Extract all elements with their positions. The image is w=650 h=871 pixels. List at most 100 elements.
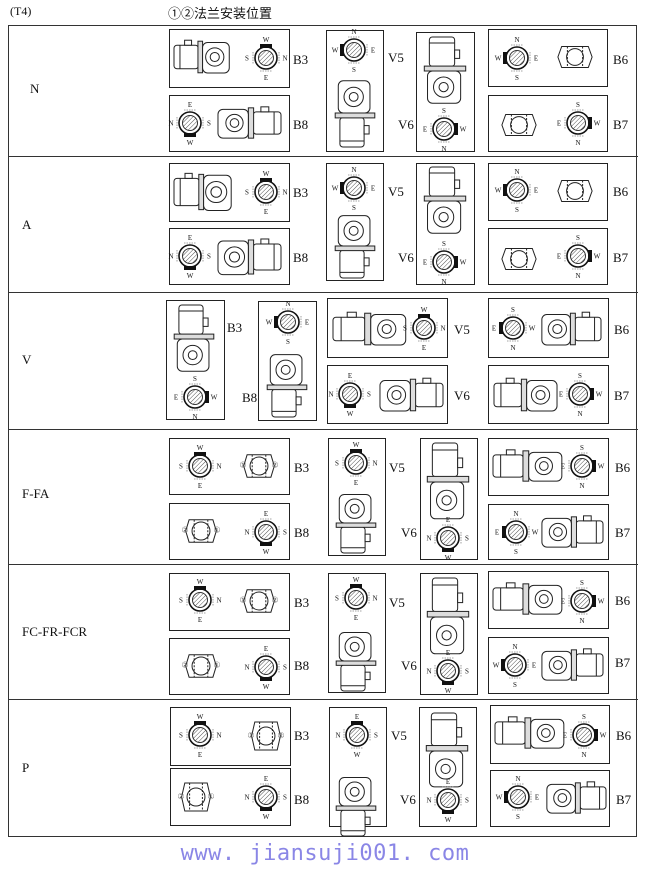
gearbox-end-icon — [557, 46, 593, 68]
svg-text:N: N — [285, 300, 290, 308]
svg-text:W: W — [598, 598, 605, 606]
svg-text:E: E — [264, 775, 268, 783]
svg-text:S: S — [515, 206, 519, 214]
position-label-b8: B8 — [293, 250, 309, 265]
position-label-v5: V5 — [454, 322, 470, 337]
svg-text:N: N — [514, 36, 519, 44]
svg-text:W: W — [529, 325, 536, 333]
gearmotor-icon — [426, 577, 470, 655]
svg-text:W: W — [332, 47, 339, 55]
svg-text:S: S — [283, 794, 287, 802]
position-label-v5: V5 — [389, 460, 405, 475]
svg-text:N: N — [515, 775, 520, 783]
svg-text:N: N — [512, 643, 517, 651]
svg-text:E: E — [423, 126, 427, 134]
svg-text:N: N — [216, 463, 221, 471]
gearmotor-icon — [494, 716, 565, 749]
svg-text:S: S — [580, 579, 584, 587]
svg-text:S: S — [515, 74, 519, 82]
svg-text:N: N — [351, 166, 356, 174]
svg-text:N: N — [581, 751, 586, 759]
row-label-fc-fr-fcr: FC-FR-FCR — [22, 624, 88, 639]
position-label-b6: B6 — [615, 593, 631, 608]
svg-text:N: N — [372, 595, 377, 603]
svg-text:N: N — [216, 732, 221, 740]
svg-text:S: S — [442, 107, 446, 115]
position-label-b3: B3 — [227, 320, 243, 335]
row-label-a: A — [22, 217, 32, 232]
svg-text:E: E — [305, 319, 309, 327]
svg-text:E: E — [198, 616, 202, 624]
position-label-b3: B3 — [294, 460, 310, 475]
position-label-b8: B8 — [294, 525, 310, 540]
svg-text:N: N — [168, 120, 173, 128]
svg-text:N: N — [192, 413, 197, 421]
svg-text:S: S — [207, 253, 211, 261]
position-label-b7: B7 — [615, 525, 631, 540]
svg-text:E: E — [264, 645, 268, 653]
svg-text:E: E — [534, 187, 538, 195]
svg-text:E: E — [492, 325, 496, 333]
gearmotor-icon — [492, 582, 563, 615]
svg-text:S: S — [513, 681, 517, 689]
svg-text:N: N — [575, 272, 580, 280]
svg-text:E: E — [557, 253, 561, 261]
svg-text:S: S — [283, 664, 287, 672]
svg-text:①: ① — [207, 792, 214, 801]
svg-text:E: E — [446, 649, 450, 657]
svg-text:N: N — [441, 278, 446, 286]
gearmotor-icon — [426, 442, 470, 520]
gearmotor-icon — [423, 36, 467, 104]
svg-text:S: S — [207, 120, 211, 128]
svg-text:①: ① — [213, 526, 220, 535]
svg-text:W: W — [263, 548, 270, 556]
gearmotor-icon — [546, 781, 607, 814]
svg-text:N: N — [579, 482, 584, 490]
svg-text:E: E — [354, 614, 358, 622]
svg-text:S: S — [367, 391, 371, 399]
svg-text:②: ② — [271, 596, 278, 605]
svg-text:W: W — [211, 394, 218, 402]
svg-text:N: N — [514, 168, 519, 176]
svg-text:N: N — [282, 55, 287, 63]
svg-text:E: E — [446, 516, 450, 524]
gearmotor-icon — [217, 106, 282, 139]
svg-text:W: W — [263, 170, 270, 178]
row-label-p: P — [22, 760, 30, 775]
svg-text:W: W — [594, 253, 601, 261]
svg-text:E: E — [371, 47, 375, 55]
svg-text:W: W — [596, 391, 603, 399]
svg-text:E: E — [495, 529, 499, 537]
position-label-b7: B7 — [613, 250, 629, 265]
svg-text:S: S — [580, 444, 584, 452]
svg-text:N: N — [426, 668, 431, 676]
row-divider — [8, 156, 638, 157]
svg-text:S: S — [442, 240, 446, 248]
svg-text:E: E — [532, 662, 536, 670]
gearmotor-icon — [335, 776, 377, 837]
position-label-b3: B3 — [294, 595, 310, 610]
svg-text:E: E — [354, 479, 358, 487]
svg-text:N: N — [216, 597, 221, 605]
row-label-v: V — [22, 352, 32, 367]
position-label-v6: V6 — [398, 250, 414, 265]
svg-text:N: N — [575, 139, 580, 147]
position-label-v5: V5 — [388, 50, 404, 65]
svg-text:S: S — [245, 189, 249, 197]
svg-text:S: S — [374, 732, 378, 740]
svg-text:E: E — [534, 55, 538, 63]
row-divider — [8, 699, 638, 700]
svg-text:W: W — [347, 410, 354, 418]
svg-text:S: S — [578, 372, 582, 380]
svg-text:W: W — [532, 529, 539, 537]
